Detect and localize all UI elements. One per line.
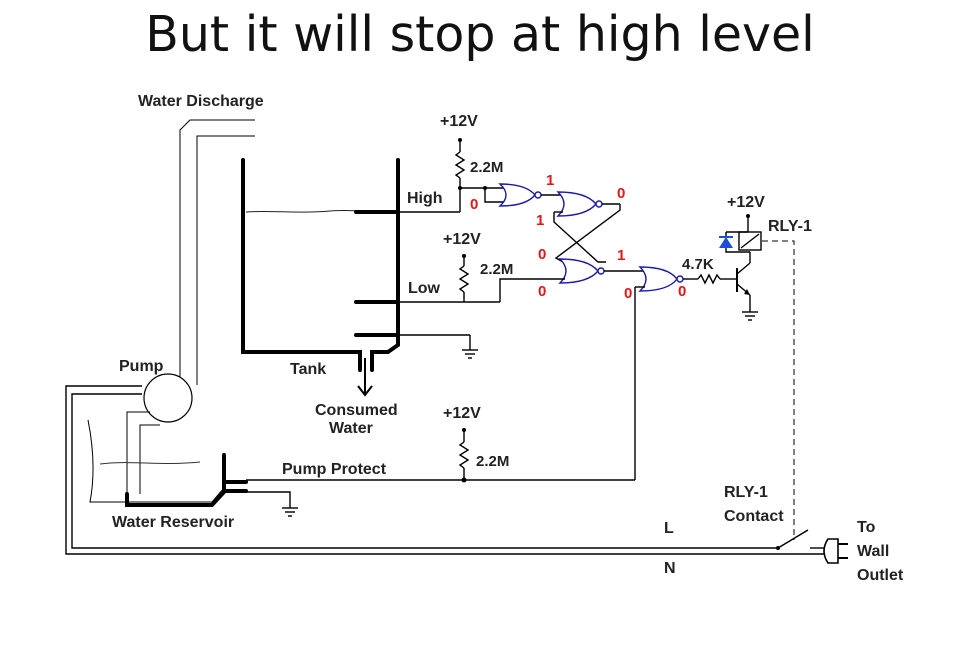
consumed-water-label-2: Water (329, 420, 373, 437)
resistor-protect: 2.2M (476, 453, 509, 470)
latch-upper-gate (556, 191, 603, 217)
state-final-out: 0 (678, 283, 686, 300)
consumed-water-label: Consumed (315, 402, 398, 419)
resistor-base: 4.7K (682, 256, 714, 273)
state-latch-cross: 1 (536, 212, 544, 229)
tank (241, 158, 400, 397)
water-discharge-label: Water Discharge (138, 93, 264, 110)
low-probe-label: Low (408, 280, 441, 297)
supply-low: +12V (443, 231, 481, 248)
line-l-label: L (664, 520, 674, 537)
relay-contact-label-2: Contact (724, 508, 784, 525)
supply-protect: +12V (443, 405, 481, 422)
state-final-in: 0 (624, 285, 632, 302)
supply-high: +12V (440, 113, 478, 130)
wall-outlet-label-1: To (857, 519, 876, 536)
pump-label: Pump (119, 358, 164, 375)
transistor (736, 252, 758, 321)
mains-wiring (65, 385, 826, 555)
tank-label: Tank (290, 361, 326, 378)
gate-1 (498, 183, 542, 207)
final-gate (638, 266, 684, 292)
water-reservoir (87, 419, 226, 507)
latch-lower-gate (558, 258, 605, 284)
wall-outlet-label-3: Outlet (857, 567, 904, 584)
state-high-input: 0 (470, 196, 478, 213)
probes (354, 210, 500, 359)
resistor-low: 2.2M (480, 261, 513, 278)
line-n-label: N (664, 560, 676, 577)
state-latch-low-top: 0 (538, 246, 546, 263)
relay-coil (738, 231, 762, 251)
resistor-high: 2.2M (470, 159, 503, 176)
relay-contact-label: RLY-1 (724, 484, 768, 501)
relay-label: RLY-1 (768, 218, 812, 235)
water-reservoir-label: Water Reservoir (112, 514, 234, 531)
discharge-pipe (179, 119, 255, 385)
high-probe-label: High (407, 190, 443, 207)
state-low-input: 0 (538, 283, 546, 300)
pump-protect-label: Pump Protect (282, 461, 387, 478)
state-gate1-out: 0 (617, 185, 625, 202)
pump (126, 373, 193, 494)
wall-outlet-label-2: Wall (857, 543, 889, 560)
slide-title: But it will stop at high level (145, 6, 815, 63)
led-diode-icon (719, 236, 733, 248)
state-latch-out: 1 (617, 247, 625, 264)
supply-relay: +12V (727, 194, 765, 211)
plug-icon (823, 538, 848, 564)
state-gate1-top: 1 (546, 172, 554, 189)
